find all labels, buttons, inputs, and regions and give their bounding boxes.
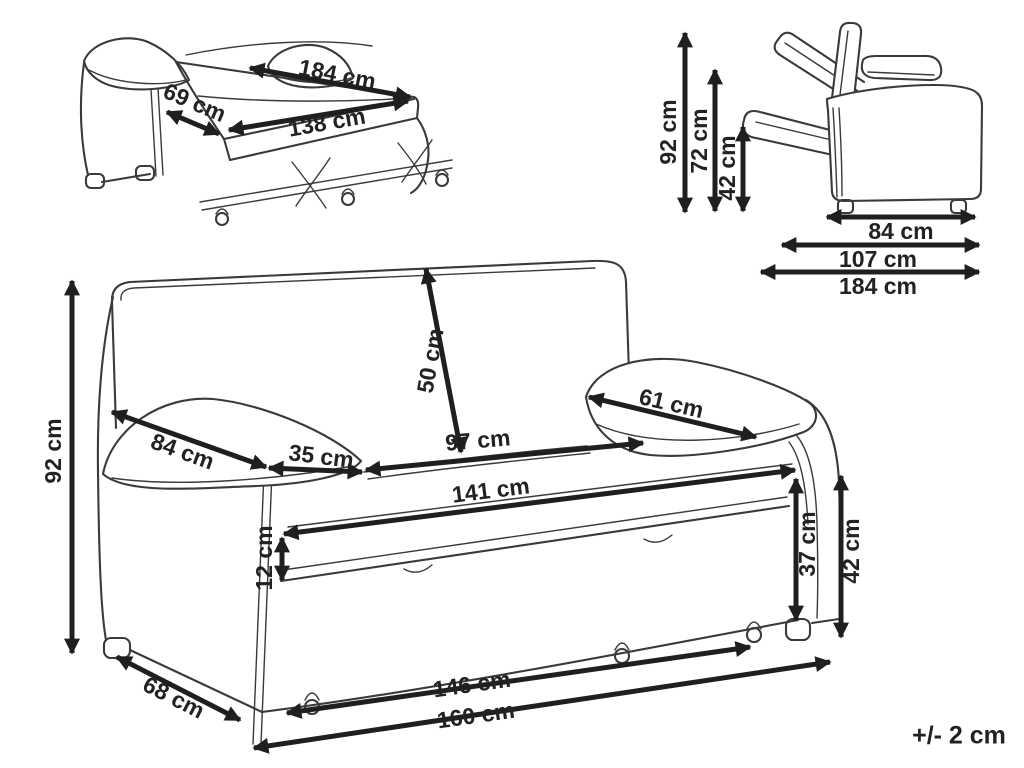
dim-label-side-height-seat: 42 cm <box>714 135 740 200</box>
dim-label-front-height-total: 92 cm <box>40 418 66 483</box>
dim-label-bed-section-depth: 69 cm <box>160 78 230 127</box>
dim-label-side-depth-body: 84 cm <box>868 218 933 244</box>
dim-arrow-front-width-inner <box>282 463 797 541</box>
tolerance-note: +/- 2 cm <box>912 722 1006 750</box>
dim-arrow-front-armrest-left <box>110 409 268 470</box>
dim-arrow-bed-length <box>248 62 412 103</box>
dim-label-front-seat-width: 97 cm <box>444 424 511 456</box>
dim-label-side-height-total: 92 cm <box>655 99 681 164</box>
dim-label-front-seat-front-height: 37 cm <box>794 511 820 576</box>
bed-unfolded-view-drawing <box>79 37 453 227</box>
dim-arrow-front-depth-side <box>115 654 242 723</box>
dim-label-side-depth-flat: 184 cm <box>839 273 917 299</box>
dimension-arrows <box>63 31 981 754</box>
dim-arrow-front-width-total <box>252 656 832 754</box>
dim-arrow-front-armrest-right <box>587 392 758 442</box>
dim-label-front-backrest-height: 50 cm <box>412 326 449 395</box>
dim-label-side-depth-mid: 107 cm <box>839 246 917 272</box>
dim-label-front-width-total: 160 cm <box>435 697 516 734</box>
dim-label-front-width-casters: 146 cm <box>431 666 512 703</box>
dim-label-bed-width: 138 cm <box>286 103 367 142</box>
dim-label-front-drawer-height: 12 cm <box>251 525 277 590</box>
dim-arrow-bed-width <box>227 95 410 136</box>
dim-arrow-front-backrest-height <box>420 267 467 454</box>
dim-label-front-seat-height: 42 cm <box>838 518 864 583</box>
dim-arrow-front-width-casters <box>285 641 752 719</box>
dim-label-side-height-mid: 72 cm <box>686 108 712 173</box>
dim-label-front-depth-side: 68 cm <box>139 671 209 724</box>
dim-arrow-bed-section-depth <box>165 109 221 137</box>
side-view-drawing <box>741 21 984 215</box>
